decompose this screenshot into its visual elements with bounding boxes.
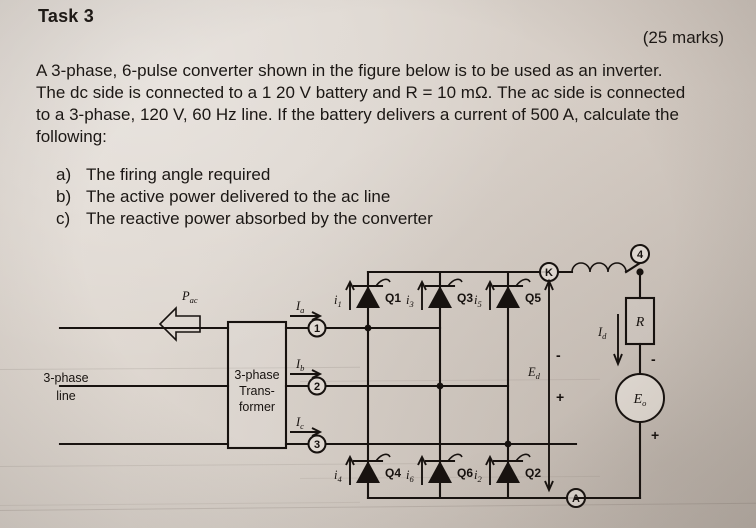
phase-current-label-b: Ib bbox=[295, 357, 304, 373]
statement-line-2: The dc side is connected to a 1 20 V bat… bbox=[36, 82, 686, 102]
svg-text:Eo: Eo bbox=[633, 392, 647, 408]
question-label-c: c) bbox=[56, 209, 71, 229]
transformer-secondary-wires bbox=[284, 326, 578, 446]
thyristor-current-arrow-q4-icon bbox=[345, 454, 355, 485]
thyristor-q3 bbox=[424, 278, 463, 308]
source-plus-sign: + bbox=[651, 427, 659, 443]
statement-line-4: following: bbox=[36, 126, 107, 146]
thyristor-label-q4: Q4 bbox=[385, 466, 401, 480]
thyristor-q4 bbox=[352, 453, 391, 483]
thyristor-label-q3: Q3 bbox=[457, 291, 473, 305]
node-3: 3 bbox=[307, 434, 327, 454]
sub-questions-list: a) The firing angle required b) The acti… bbox=[56, 164, 433, 230]
dc-voltage-label: Ed bbox=[527, 365, 541, 381]
thyristor-q6 bbox=[424, 453, 463, 483]
thyristor-q5 bbox=[492, 278, 531, 308]
transformer-label-1: 3-phase bbox=[234, 368, 279, 382]
transformer-block bbox=[226, 320, 288, 450]
thyristor-current-arrow-q1-icon bbox=[345, 279, 355, 310]
phase-current-label-a: Ia bbox=[295, 299, 304, 315]
question-label-b: b) bbox=[56, 187, 72, 207]
thyristor-current-arrow-q3-icon bbox=[417, 279, 427, 310]
problem-statement: A 3-phase, 6-pulse converter shown in th… bbox=[36, 60, 730, 148]
source-minus-sign: - bbox=[651, 351, 656, 367]
svg-text:4: 4 bbox=[637, 249, 644, 261]
thyristor-current-label-q1: i1 bbox=[334, 293, 342, 309]
dc-voltage-measure-arrow-icon bbox=[544, 278, 554, 493]
statement-line-3: to a 3-phase, 120 V, 60 Hz line. If the … bbox=[36, 104, 679, 124]
node-2: 2 bbox=[307, 376, 327, 396]
thyristor-q2 bbox=[492, 453, 531, 483]
thyristor-current-arrow-q2-icon bbox=[485, 454, 495, 485]
dc-voltage-minus-sign: - bbox=[556, 347, 561, 363]
thyristor-q1 bbox=[352, 278, 391, 308]
junction-dots bbox=[364, 324, 512, 448]
ac-line-wires bbox=[58, 326, 230, 446]
question-text-b: The active power delivered to the ac lin… bbox=[86, 187, 391, 207]
thyristor-current-arrow-q6-icon bbox=[417, 454, 427, 485]
svg-text:2: 2 bbox=[314, 381, 320, 393]
question-label-a: a) bbox=[56, 165, 72, 184]
thyristor-current-label-q6: i6 bbox=[406, 468, 414, 484]
thyristor-label-q6: Q6 bbox=[457, 466, 473, 480]
thyristor-current-label-q2: i2 bbox=[474, 468, 482, 484]
question-text-a: The firing angle required bbox=[86, 165, 271, 184]
transformer-label-2: Trans- bbox=[239, 384, 275, 398]
bridge-rails bbox=[366, 270, 578, 500]
circuit-diagram: 3-phase line Pac 3-phase Trans- former I… bbox=[0, 236, 756, 528]
phase-current-arrows-icon bbox=[290, 311, 323, 437]
dc-voltage-plus-sign: + bbox=[556, 389, 564, 405]
dc-current-label: Id bbox=[597, 325, 607, 341]
thyristor-label-q2: Q2 bbox=[525, 466, 541, 480]
node-1: 1 bbox=[307, 318, 327, 338]
thyristor-current-arrow-q5-icon bbox=[485, 279, 495, 310]
list-item: b) The active power delivered to the ac … bbox=[56, 186, 433, 208]
thyristor-label-q1: Q1 bbox=[385, 291, 401, 305]
list-item: c) The reactive power absorbed by the co… bbox=[56, 208, 433, 230]
resistor-r bbox=[624, 296, 656, 346]
resistor-label: R bbox=[635, 315, 645, 330]
dc-source-eo: Eo bbox=[615, 373, 665, 423]
page-title: Task 3 bbox=[38, 6, 94, 26]
dc-current-arrow-icon bbox=[613, 314, 623, 367]
svg-text:K: K bbox=[545, 267, 553, 279]
power-flow-arrow-icon bbox=[158, 306, 201, 342]
question-text-c: The reactive power absorbed by the conve… bbox=[86, 209, 433, 229]
marks-label: (25 marks) bbox=[642, 28, 724, 47]
list-item: a) The firing angle required bbox=[56, 164, 433, 186]
node-4: 4 bbox=[630, 244, 650, 264]
inductor-icon bbox=[556, 261, 642, 274]
power-flow-label: Pac bbox=[181, 289, 198, 305]
dc-branch-wires bbox=[574, 270, 642, 500]
statement-line-1: A 3-phase, 6-pulse converter shown in th… bbox=[36, 61, 663, 80]
svg-text:3: 3 bbox=[314, 439, 320, 451]
thyristor-current-label-q3: i3 bbox=[406, 293, 414, 309]
thyristor-current-label-q4: i4 bbox=[334, 468, 342, 484]
svg-text:1: 1 bbox=[314, 323, 320, 335]
node-k: K bbox=[539, 262, 559, 282]
ac-line-label-1: 3-phase bbox=[43, 371, 88, 385]
thyristor-current-label-q5: i5 bbox=[474, 293, 482, 309]
phase-current-label-c: Ic bbox=[295, 415, 304, 431]
transformer-label-3: former bbox=[239, 400, 275, 414]
ac-line-label-2: line bbox=[56, 389, 76, 403]
thyristor-label-q5: Q5 bbox=[525, 291, 541, 305]
